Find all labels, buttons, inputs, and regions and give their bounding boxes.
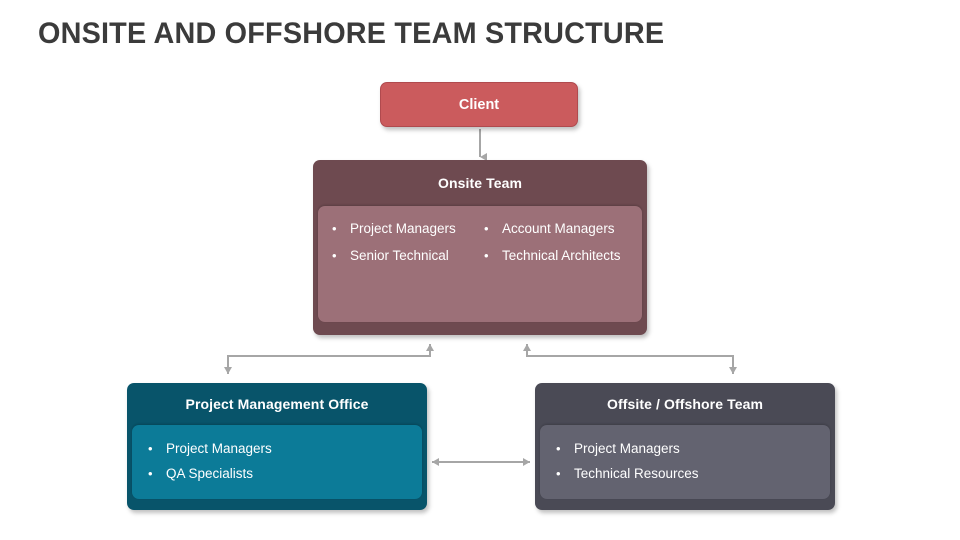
node-offshore-body: Project Managers Technical Resources: [540, 425, 830, 499]
list-item: Project Managers: [144, 439, 412, 458]
onsite-column-right: Account Managers Technical Architects: [480, 219, 632, 273]
connector-onsite-to-pmo: [224, 344, 434, 374]
node-onsite-team[interactable]: Onsite Team Project Managers Senior Tech…: [313, 160, 647, 335]
node-onsite-team-body: Project Managers Senior Technical Accoun…: [318, 206, 642, 322]
list-item: Technical Resources: [552, 464, 820, 483]
onsite-column-left: Project Managers Senior Technical: [328, 219, 480, 273]
list-item: Technical Architects: [480, 246, 632, 265]
onsite-left-list: Project Managers Senior Technical: [328, 219, 480, 265]
node-client[interactable]: Client: [380, 82, 578, 127]
list-item: Account Managers: [480, 219, 632, 238]
list-item: Project Managers: [552, 439, 820, 458]
node-pmo-header: Project Management Office: [185, 396, 369, 412]
offshore-list: Project Managers Technical Resources: [552, 439, 820, 483]
node-offsite-offshore-team[interactable]: Offsite / Offshore Team Project Managers…: [535, 383, 835, 510]
node-pmo-body: Project Managers QA Specialists: [132, 425, 422, 499]
connector-onsite-to-offshore: [523, 344, 737, 374]
node-client-label: Client: [458, 96, 500, 113]
onsite-right-list: Account Managers Technical Architects: [480, 219, 632, 265]
page-title: ONSITE AND OFFSHORE TEAM STRUCTURE: [38, 17, 665, 50]
list-item: Project Managers: [328, 219, 480, 238]
list-item: QA Specialists: [144, 464, 412, 483]
node-project-management-office[interactable]: Project Management Office Project Manage…: [127, 383, 427, 510]
node-offshore-header: Offsite / Offshore Team: [606, 396, 764, 412]
list-item: Senior Technical: [328, 246, 480, 265]
node-onsite-team-header: Onsite Team: [437, 175, 523, 191]
pmo-list: Project Managers QA Specialists: [144, 439, 412, 483]
